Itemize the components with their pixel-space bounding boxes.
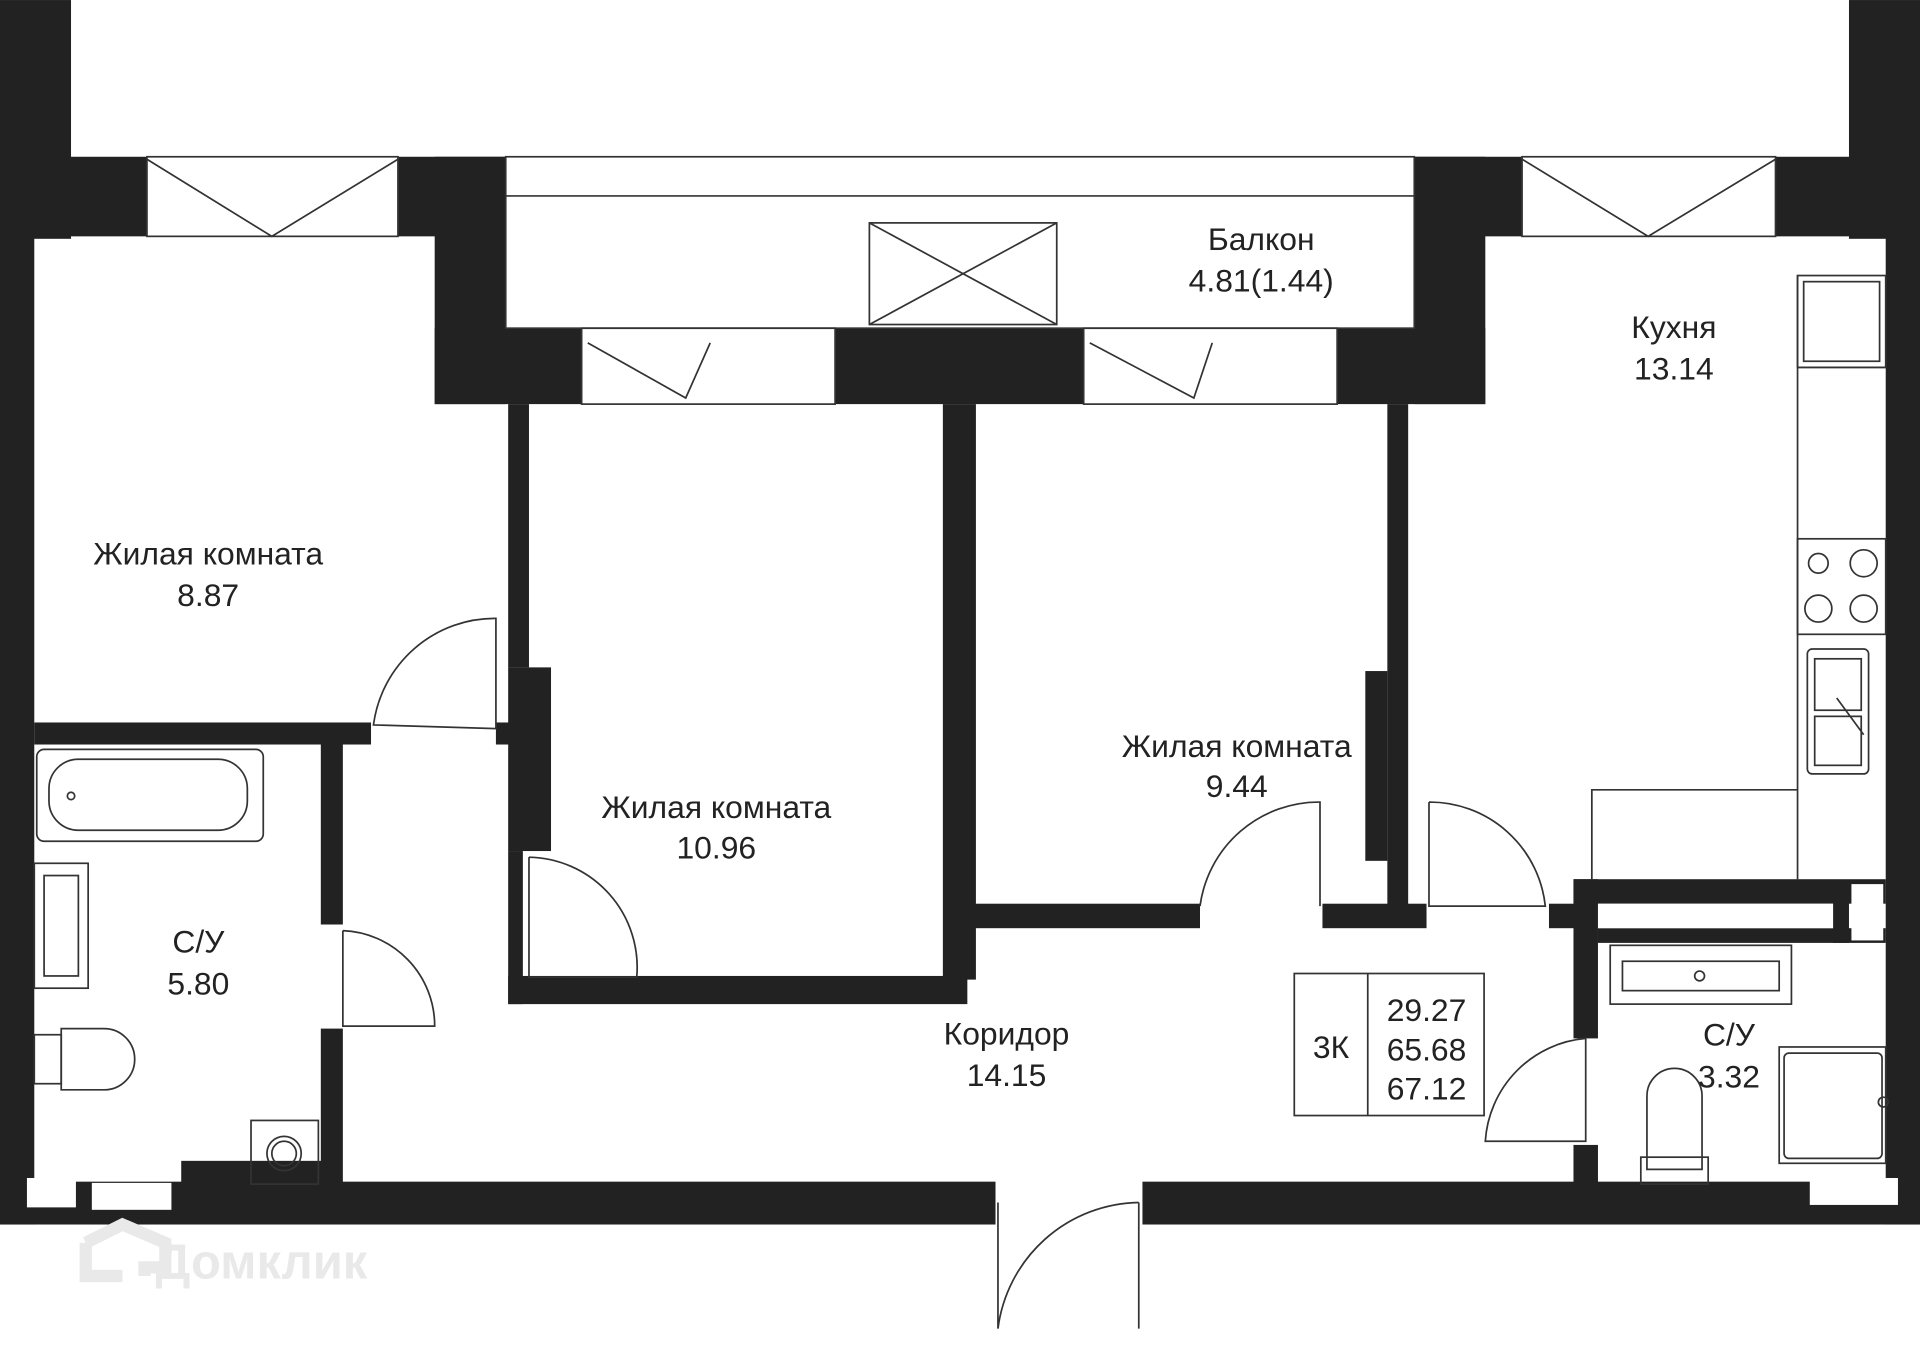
bathroom2-name: С/У — [1703, 1017, 1756, 1053]
apartment-type: 3К — [1313, 1029, 1350, 1065]
corridor-name: Коридор — [944, 1016, 1070, 1052]
corridor-area: 14.15 — [967, 1057, 1047, 1093]
bathroom1-area: 5.80 — [167, 965, 229, 1001]
room-labels: Жилая комната 8.87 Жилая комната 10.96 Ж… — [93, 221, 1760, 1095]
kitchen-name: Кухня — [1631, 309, 1716, 345]
bedroom2-name: Жилая комната — [601, 789, 831, 825]
bathroom2-area: 3.32 — [1698, 1058, 1760, 1094]
total-area: 65.68 — [1387, 1031, 1467, 1067]
balcony-name: Балкон — [1208, 221, 1315, 257]
total-area-with-balcony: 67.12 — [1387, 1071, 1467, 1107]
bathroom1-name: С/У — [172, 924, 225, 960]
living-area: 29.27 — [1387, 992, 1467, 1028]
bedroom3-area: 9.44 — [1206, 768, 1268, 804]
watermark: Домклик — [79, 1217, 368, 1289]
doors — [342, 617, 1587, 1329]
fixtures — [33, 274, 1890, 1185]
bedroom3-name: Жилая комната — [1122, 728, 1352, 764]
kitchen-area: 13.14 — [1634, 351, 1714, 387]
bedroom1-name: Жилая комната — [93, 536, 323, 572]
bedroom2-area: 10.96 — [676, 829, 756, 865]
summary-table: 3К 29.27 65.68 67.12 — [1293, 972, 1485, 1117]
balcony-area: 4.81(1.44) — [1189, 262, 1334, 298]
balcony — [504, 155, 1416, 330]
bedroom1-area: 8.87 — [177, 577, 239, 613]
windows — [146, 155, 1777, 405]
walls — [0, 0, 1920, 1225]
watermark-text: Домклик — [156, 1235, 368, 1289]
house-logo-icon — [79, 1217, 172, 1283]
